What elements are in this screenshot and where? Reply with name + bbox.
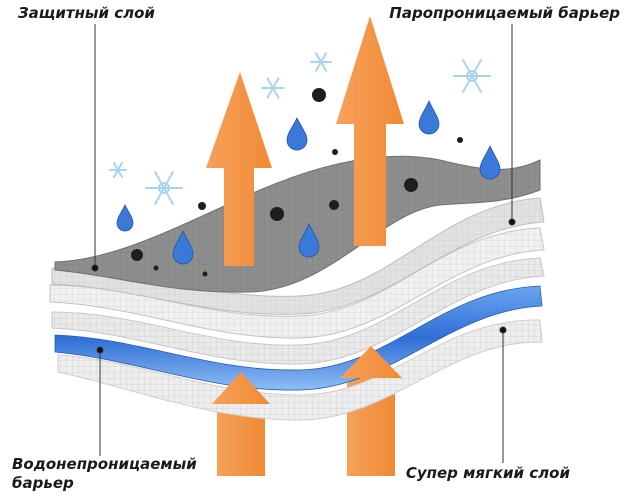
label-waterproof-line2: барьер [12,474,74,492]
snowflake-icon [261,77,285,99]
label-super-soft-layer: Супер мягкий слой [405,464,570,482]
arrow-up-icon [340,346,402,378]
water-drop-icon [116,204,134,232]
label-waterproof-barrier: Водонепроницаемый барьер [12,455,197,493]
particle-icon [312,88,326,102]
particle-icon [457,137,463,143]
particle-icon [270,207,284,221]
water-drop-icon [479,145,501,180]
snowflake-icon [145,171,183,205]
snowflake-icon [109,162,127,178]
particle-icon [202,271,208,277]
arrow-up-icon [206,72,272,266]
particle-icon [153,265,159,271]
leader-dot [91,264,99,272]
particle-icon [404,178,418,192]
leader-dot [96,346,104,354]
label-waterproof-line1: Водонепроницаемый [12,455,197,473]
leader-dot [499,326,507,334]
water-drop-icon [286,117,308,151]
water-drop-icon [298,223,320,258]
particle-icon [131,249,143,261]
water-drop-icon [418,100,440,135]
particle-icon [329,200,339,210]
arrow-up-icon [212,372,270,404]
water-drop-icon [172,230,194,265]
label-vapor-barrier: Паропроницаемый барьер [389,4,620,22]
arrow-up-icon [336,16,404,246]
particle-icon [198,202,206,210]
particle-icon [332,149,338,155]
snowflake-icon [310,52,332,72]
snowflake-icon [453,59,491,93]
waterproof-membrane-layer [54,285,543,391]
label-protective-layer: Защитный слой [18,4,155,22]
leader-dot [508,218,516,226]
